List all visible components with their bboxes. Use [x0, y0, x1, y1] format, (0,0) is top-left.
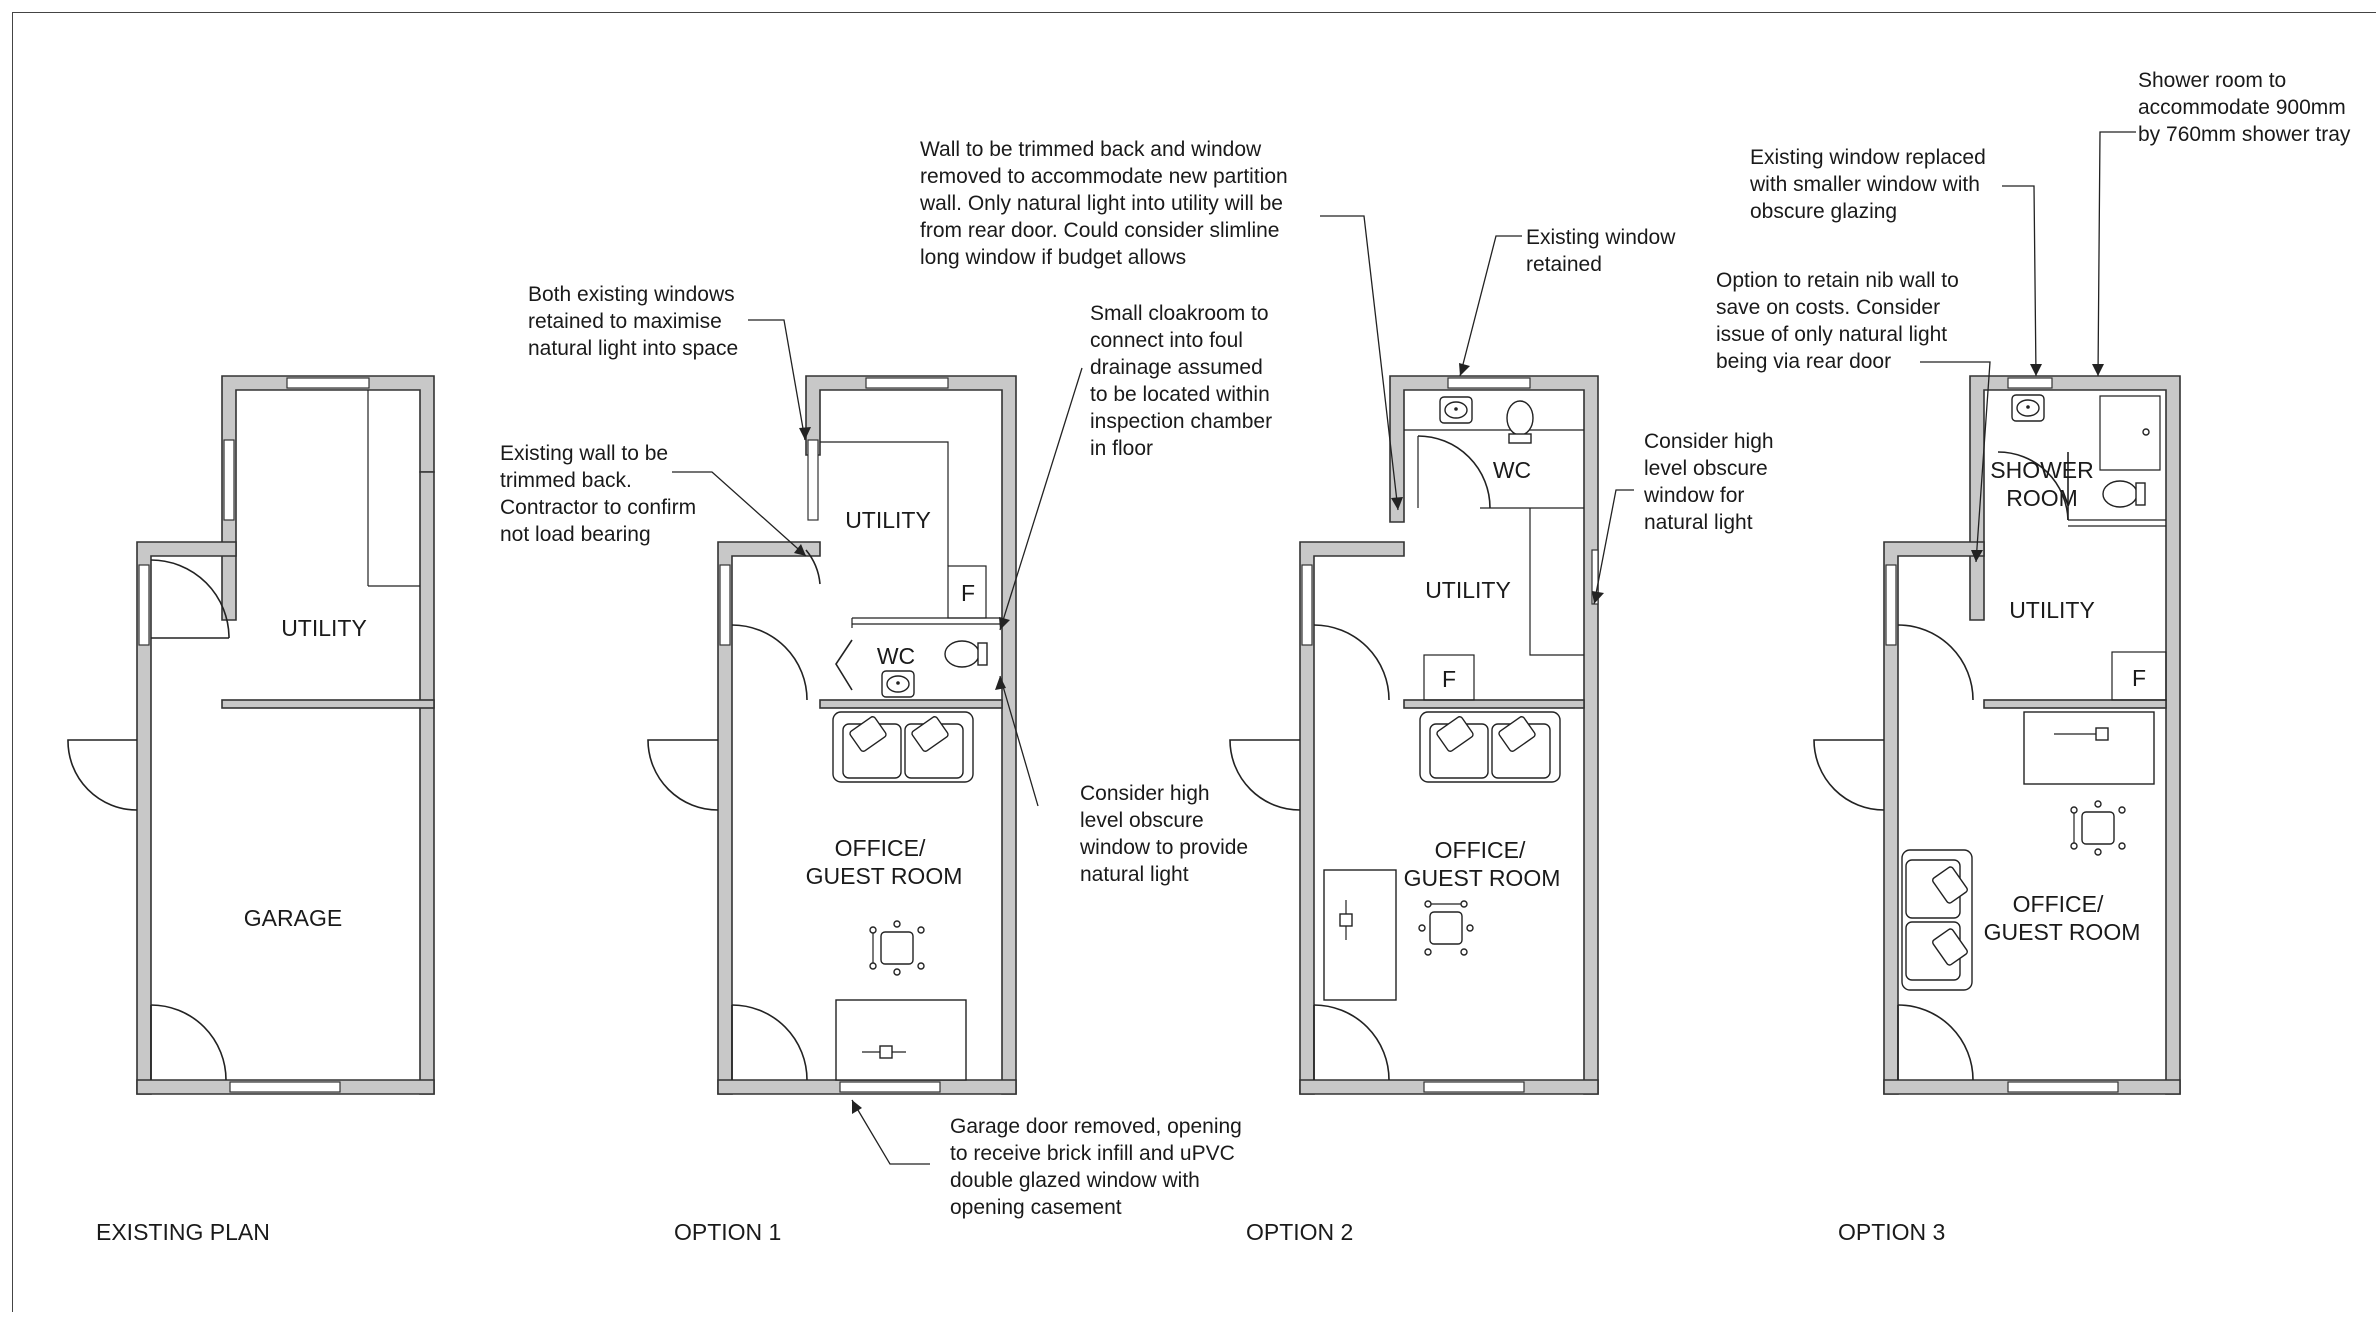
- note-consider-high-1-4: natural light: [1080, 863, 1189, 886]
- note-cloakroom-5: inspection chamber: [1090, 410, 1272, 433]
- note-existing-wall-4: not load bearing: [500, 523, 651, 546]
- note-window-replaced-2: with smaller window with: [1749, 173, 1980, 196]
- note-nib-wall-1: Option to retain nib wall to: [1716, 269, 1959, 292]
- note-window-replaced-3: obscure glazing: [1750, 200, 1897, 223]
- note-garage-door-2: to receive brick infill and uPVC: [950, 1142, 1235, 1165]
- note-shower-tray-1: Shower room to: [2138, 69, 2286, 92]
- option-1-plan: F UTILITY WC OFFICE/ GUEST ROOM OPTION 1: [647, 375, 1017, 1245]
- sheet-border: [12, 12, 2376, 1312]
- note-existing-wall-1: Existing wall to be: [500, 442, 668, 465]
- opt2-wc-label: WC: [1493, 457, 1531, 483]
- note-wall-trimmed-2: removed to accommodate new partition: [920, 165, 1288, 188]
- option-1-title: OPTION 1: [674, 1219, 781, 1245]
- note-wall-trimmed-4: from rear door. Could consider slimline: [920, 219, 1279, 242]
- opt3-shower-label-1: SHOWER: [1990, 457, 2094, 483]
- note-consider-high-1-2: level obscure: [1080, 809, 1204, 832]
- note-cloakroom-1: Small cloakroom to: [1090, 302, 1269, 325]
- existing-utility-label: UTILITY: [281, 615, 367, 641]
- option-3-title: OPTION 3: [1838, 1219, 1945, 1245]
- note-consider-high-1-3: window to provide: [1079, 836, 1248, 859]
- note-window-replaced-1: Existing window replaced: [1750, 146, 1986, 169]
- note-consider-high-2-3: window for: [1643, 484, 1744, 507]
- note-both-windows-3: natural light into space: [528, 337, 738, 360]
- note-garage-door-4: opening casement: [950, 1196, 1122, 1219]
- note-both-windows-1: Both existing windows: [528, 283, 735, 306]
- note-shower-tray-3: by 760mm shower tray: [2138, 123, 2351, 146]
- note-nib-wall-3: issue of only natural light: [1716, 323, 1947, 346]
- note-wall-trimmed-5: long window if budget allows: [920, 246, 1186, 269]
- opt2-f-label: F: [1442, 666, 1456, 692]
- opt3-shower-label-2: ROOM: [2006, 485, 2078, 511]
- note-nib-wall-4: being via rear door: [1716, 350, 1891, 373]
- annotation-notes: Both existing windows retained to maximi…: [500, 69, 2351, 1219]
- existing-plan: UTILITY GARAGE EXISTING PLAN: [67, 375, 435, 1245]
- opt3-office-label-2: GUEST ROOM: [1984, 919, 2141, 945]
- note-existing-wall-2: trimmed back.: [500, 469, 632, 492]
- opt2-office-label-1: OFFICE/: [1435, 837, 1526, 863]
- note-garage-door-3: double glazed window with: [950, 1169, 1200, 1192]
- note-wall-trimmed-3: wall. Only natural light into utility wi…: [919, 192, 1283, 215]
- opt1-office-label-2: GUEST ROOM: [806, 863, 963, 889]
- existing-garage-label: GARAGE: [244, 905, 342, 931]
- note-consider-high-1-1: Consider high: [1080, 782, 1210, 805]
- leader-lines: [672, 131, 2136, 1165]
- existing-plan-title: EXISTING PLAN: [96, 1219, 270, 1245]
- note-existing-wall-3: Contractor to confirm: [500, 496, 696, 519]
- note-both-windows-2: retained to maximise: [528, 310, 722, 333]
- opt1-f-label: F: [961, 580, 975, 606]
- note-shower-tray-2: accommodate 900mm: [2138, 96, 2346, 119]
- opt3-utility-label: UTILITY: [2009, 597, 2095, 623]
- opt3-office-label-1: OFFICE/: [2013, 891, 2104, 917]
- opt1-office-label-1: OFFICE/: [835, 835, 926, 861]
- note-consider-high-2-2: level obscure: [1644, 457, 1768, 480]
- opt1-wc-label: WC: [877, 643, 915, 669]
- option-2-title: OPTION 2: [1246, 1219, 1353, 1245]
- note-consider-high-2-1: Consider high: [1644, 430, 1774, 453]
- note-garage-door-1: Garage door removed, opening: [950, 1115, 1242, 1138]
- note-cloakroom-3: drainage assumed: [1090, 356, 1263, 379]
- note-existing-window-2: retained: [1526, 253, 1602, 276]
- note-nib-wall-2: save on costs. Consider: [1716, 296, 1940, 319]
- note-wall-trimmed-1: Wall to be trimmed back and window: [920, 138, 1262, 161]
- note-existing-window-1: Existing window: [1526, 226, 1676, 249]
- note-cloakroom-4: to be located within: [1090, 383, 1270, 406]
- note-cloakroom-6: in floor: [1090, 437, 1153, 460]
- opt2-utility-label: UTILITY: [1425, 577, 1511, 603]
- opt3-f-label: F: [2132, 665, 2146, 691]
- note-consider-high-2-4: natural light: [1644, 511, 1753, 534]
- opt2-office-label-2: GUEST ROOM: [1404, 865, 1561, 891]
- option-2-plan: F UTILITY WC OFFICE/ GUEST ROOM OPTION 2: [1229, 375, 1599, 1245]
- note-cloakroom-2: connect into foul: [1090, 329, 1243, 352]
- option-3-plan: F SHOWER ROOM UTILITY OFFICE/ GUEST ROOM…: [1813, 375, 2181, 1245]
- opt1-utility-label: UTILITY: [845, 507, 931, 533]
